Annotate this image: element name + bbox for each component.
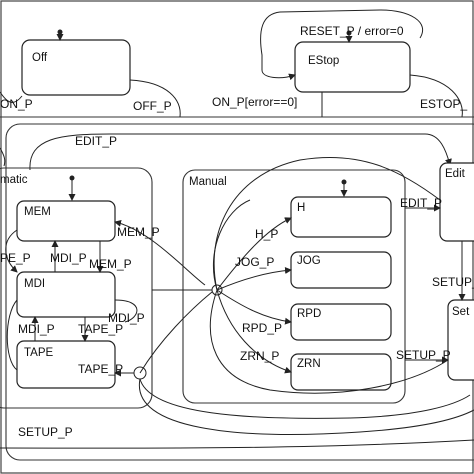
label-setup-p-bottom: SETUP_P xyxy=(18,425,73,439)
auto-junction-curve-2 xyxy=(139,378,471,419)
state-h[interactable] xyxy=(290,196,392,238)
reset-wire xyxy=(260,9,423,81)
edit-p-top-wire xyxy=(29,133,452,171)
label-setup-p-right: SETUP_ xyxy=(432,275,474,289)
superstate-manual-label: Manual xyxy=(189,176,227,188)
state-off[interactable] xyxy=(21,39,131,96)
state-setup[interactable] xyxy=(447,299,474,381)
state-jog-label: JOG xyxy=(297,255,321,267)
label-edit-p-right: EDIT_P xyxy=(400,196,442,210)
state-tape-label: TAPE xyxy=(24,347,54,359)
state-off-label: Off xyxy=(32,52,48,64)
on-p-left-wire xyxy=(0,91,23,103)
rpd-p-wire xyxy=(216,289,292,325)
label-tape-p-left: PE_P xyxy=(0,251,31,265)
zrn-p-wire xyxy=(216,289,292,374)
state-edit-label: Edit xyxy=(445,168,466,180)
manual-to-edit-wire xyxy=(213,156,441,291)
state-rpd-label: RPD xyxy=(297,308,321,320)
label-mdi-p-top: MDI_P xyxy=(50,251,87,265)
label-on-p-error: ON_P[error==0] xyxy=(212,95,297,109)
label-off-p: OFF_P xyxy=(133,99,172,113)
state-estop-label: EStop xyxy=(308,55,339,67)
label-estop-p: ESTOP_ xyxy=(420,97,467,111)
state-mdi[interactable] xyxy=(16,271,116,318)
label-reset-error: RESET_P / error=0 xyxy=(300,24,404,38)
label-mdi-p-bottom: MDI_P xyxy=(18,322,55,336)
state-tape[interactable] xyxy=(16,340,116,389)
label-rpd-p: RPD_P xyxy=(242,321,282,335)
label-jog-p: JOG_P xyxy=(235,255,274,269)
mdi-p-right-wire xyxy=(114,299,138,323)
label-h-p: H_P xyxy=(255,227,278,241)
label-on-p-left: ON_P xyxy=(0,97,33,111)
estop-p-wire xyxy=(409,74,463,118)
label-setup-p-mid: SETUP_P xyxy=(396,348,451,362)
label-tape-p-arrow: TAPE_P xyxy=(78,362,123,376)
setup-p-bottom-wire xyxy=(0,439,474,449)
state-h-label: H xyxy=(297,202,305,214)
manual-loop-wire xyxy=(212,199,251,291)
state-mem-label: MEM xyxy=(24,206,51,218)
state-edit[interactable] xyxy=(439,162,474,242)
jog-p-wire xyxy=(216,267,292,291)
state-mdi-label: MDI xyxy=(24,278,45,290)
superstate-automatic[interactable] xyxy=(0,167,153,409)
h-p-wire xyxy=(216,217,292,291)
label-zrn-p: ZRN_P xyxy=(240,349,279,363)
manual-to-setup-wire xyxy=(209,289,449,394)
mem-p-wire xyxy=(114,219,206,286)
left-loop-wire xyxy=(6,299,18,371)
auto-junction-curve-1 xyxy=(139,291,213,374)
state-zrn-label: ZRN xyxy=(297,358,321,370)
pe-p-wire xyxy=(5,229,18,273)
label-tape-p-mid: TAPE_P xyxy=(78,322,123,336)
operating-region xyxy=(5,123,474,461)
auto-junction-curve-3 xyxy=(138,378,474,435)
state-setup-label: Set xyxy=(452,306,470,318)
label-mem-p: MEM_P xyxy=(117,225,160,239)
label-mem-p-lower: MEM_P xyxy=(89,257,132,271)
state-estop[interactable] xyxy=(294,41,411,93)
label-edit-p-top: EDIT_P xyxy=(75,134,117,148)
superstate-automatic-label: matic xyxy=(0,174,28,186)
superstate-manual[interactable] xyxy=(182,169,406,404)
label-mdi-p-right: MDI_P xyxy=(108,311,145,325)
off-p-wire xyxy=(129,79,181,118)
left-stub-wire xyxy=(0,147,6,167)
